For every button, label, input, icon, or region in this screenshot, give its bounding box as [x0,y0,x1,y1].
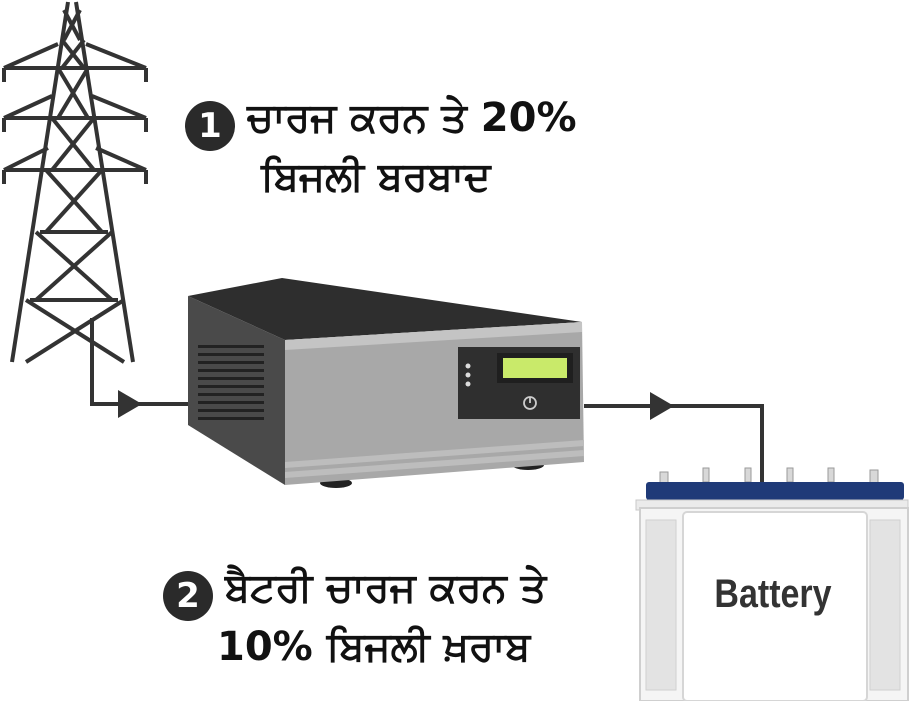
step-1-label: 1 ਚਾਰਜ ਕਰਨ ਤੇ 20% ਬਿਜਲੀ ਬਰਬਾਦ [185,92,577,203]
step-1-line-1: 1 ਚਾਰਜ ਕਰਨ ਤੇ 20% [185,92,577,151]
step-1-text-line-2: ਬਿਜਲੀ ਬਰਬਾਦ [261,154,491,200]
step-2-number-badge: 2 [163,571,213,621]
step-1-text-line-1: ਚਾਰਜ ਕਰਨ ਤੇ 20% [247,95,577,141]
inverter-icon [188,278,584,488]
arrow-icon [118,390,142,418]
wire-grid-to-inverter [90,318,190,418]
wire-inverter-to-battery [584,392,764,492]
step-2-text-line-2: 10% ਬਿਜਲੀ ਖ਼ਰਾਬ [217,624,531,670]
step-1-number-badge: 1 [185,101,235,151]
step-2-line-1: 2 ਬੈਟਰੀ ਚਾਰਜ ਕਰਨ ਤੇ [163,562,546,621]
step-2-label: 2 ਬੈਟਰੀ ਚਾਰਜ ਕਰਨ ਤੇ 10% ਬਿਜਲੀ ਖ਼ਰਾਬ [163,562,546,673]
power-tower-icon [2,1,148,364]
battery-label: Battery [714,572,832,616]
arrow-icon [650,392,674,420]
battery-icon [635,467,909,701]
step-2-text-line-1: ਬੈਟਰੀ ਚਾਰਜ ਕਰਨ ਤੇ [225,565,547,611]
